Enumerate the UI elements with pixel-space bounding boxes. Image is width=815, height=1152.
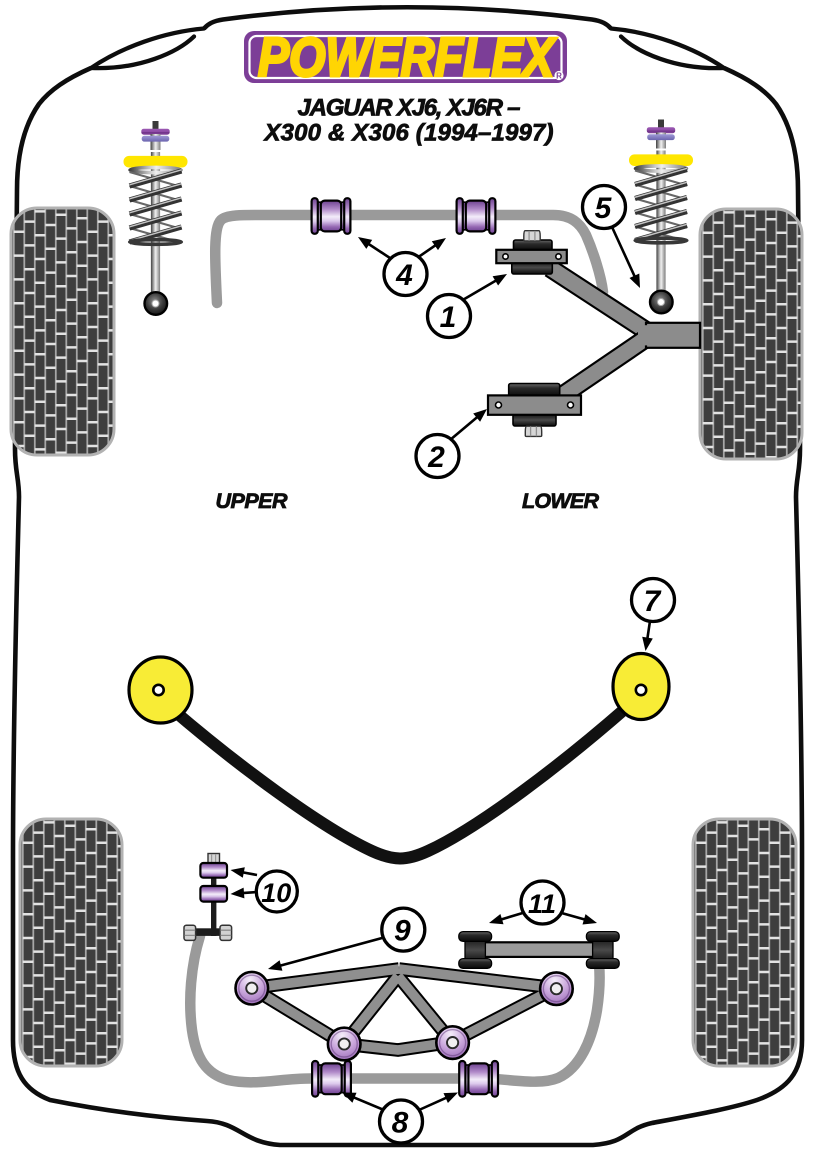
svg-text:2: 2 bbox=[427, 441, 445, 474]
svg-text:X300 & X306 (1994–1997): X300 & X306 (1994–1997) bbox=[263, 120, 554, 147]
svg-text:11: 11 bbox=[528, 889, 556, 919]
svg-text:10: 10 bbox=[261, 878, 291, 908]
svg-text:4: 4 bbox=[395, 259, 413, 292]
svg-text:7: 7 bbox=[644, 585, 662, 618]
svg-text:POWERFLEX: POWERFLEX bbox=[258, 26, 557, 88]
svg-text:5: 5 bbox=[595, 192, 613, 225]
svg-text:UPPER: UPPER bbox=[216, 489, 288, 513]
svg-text:LOWER: LOWER bbox=[522, 489, 599, 513]
svg-text:JAGUAR XJ6, XJ6R –: JAGUAR XJ6, XJ6R – bbox=[298, 94, 521, 121]
svg-text:9: 9 bbox=[394, 915, 411, 948]
svg-text:8: 8 bbox=[392, 1107, 409, 1140]
svg-text:R: R bbox=[556, 72, 562, 81]
svg-text:1: 1 bbox=[440, 301, 457, 334]
